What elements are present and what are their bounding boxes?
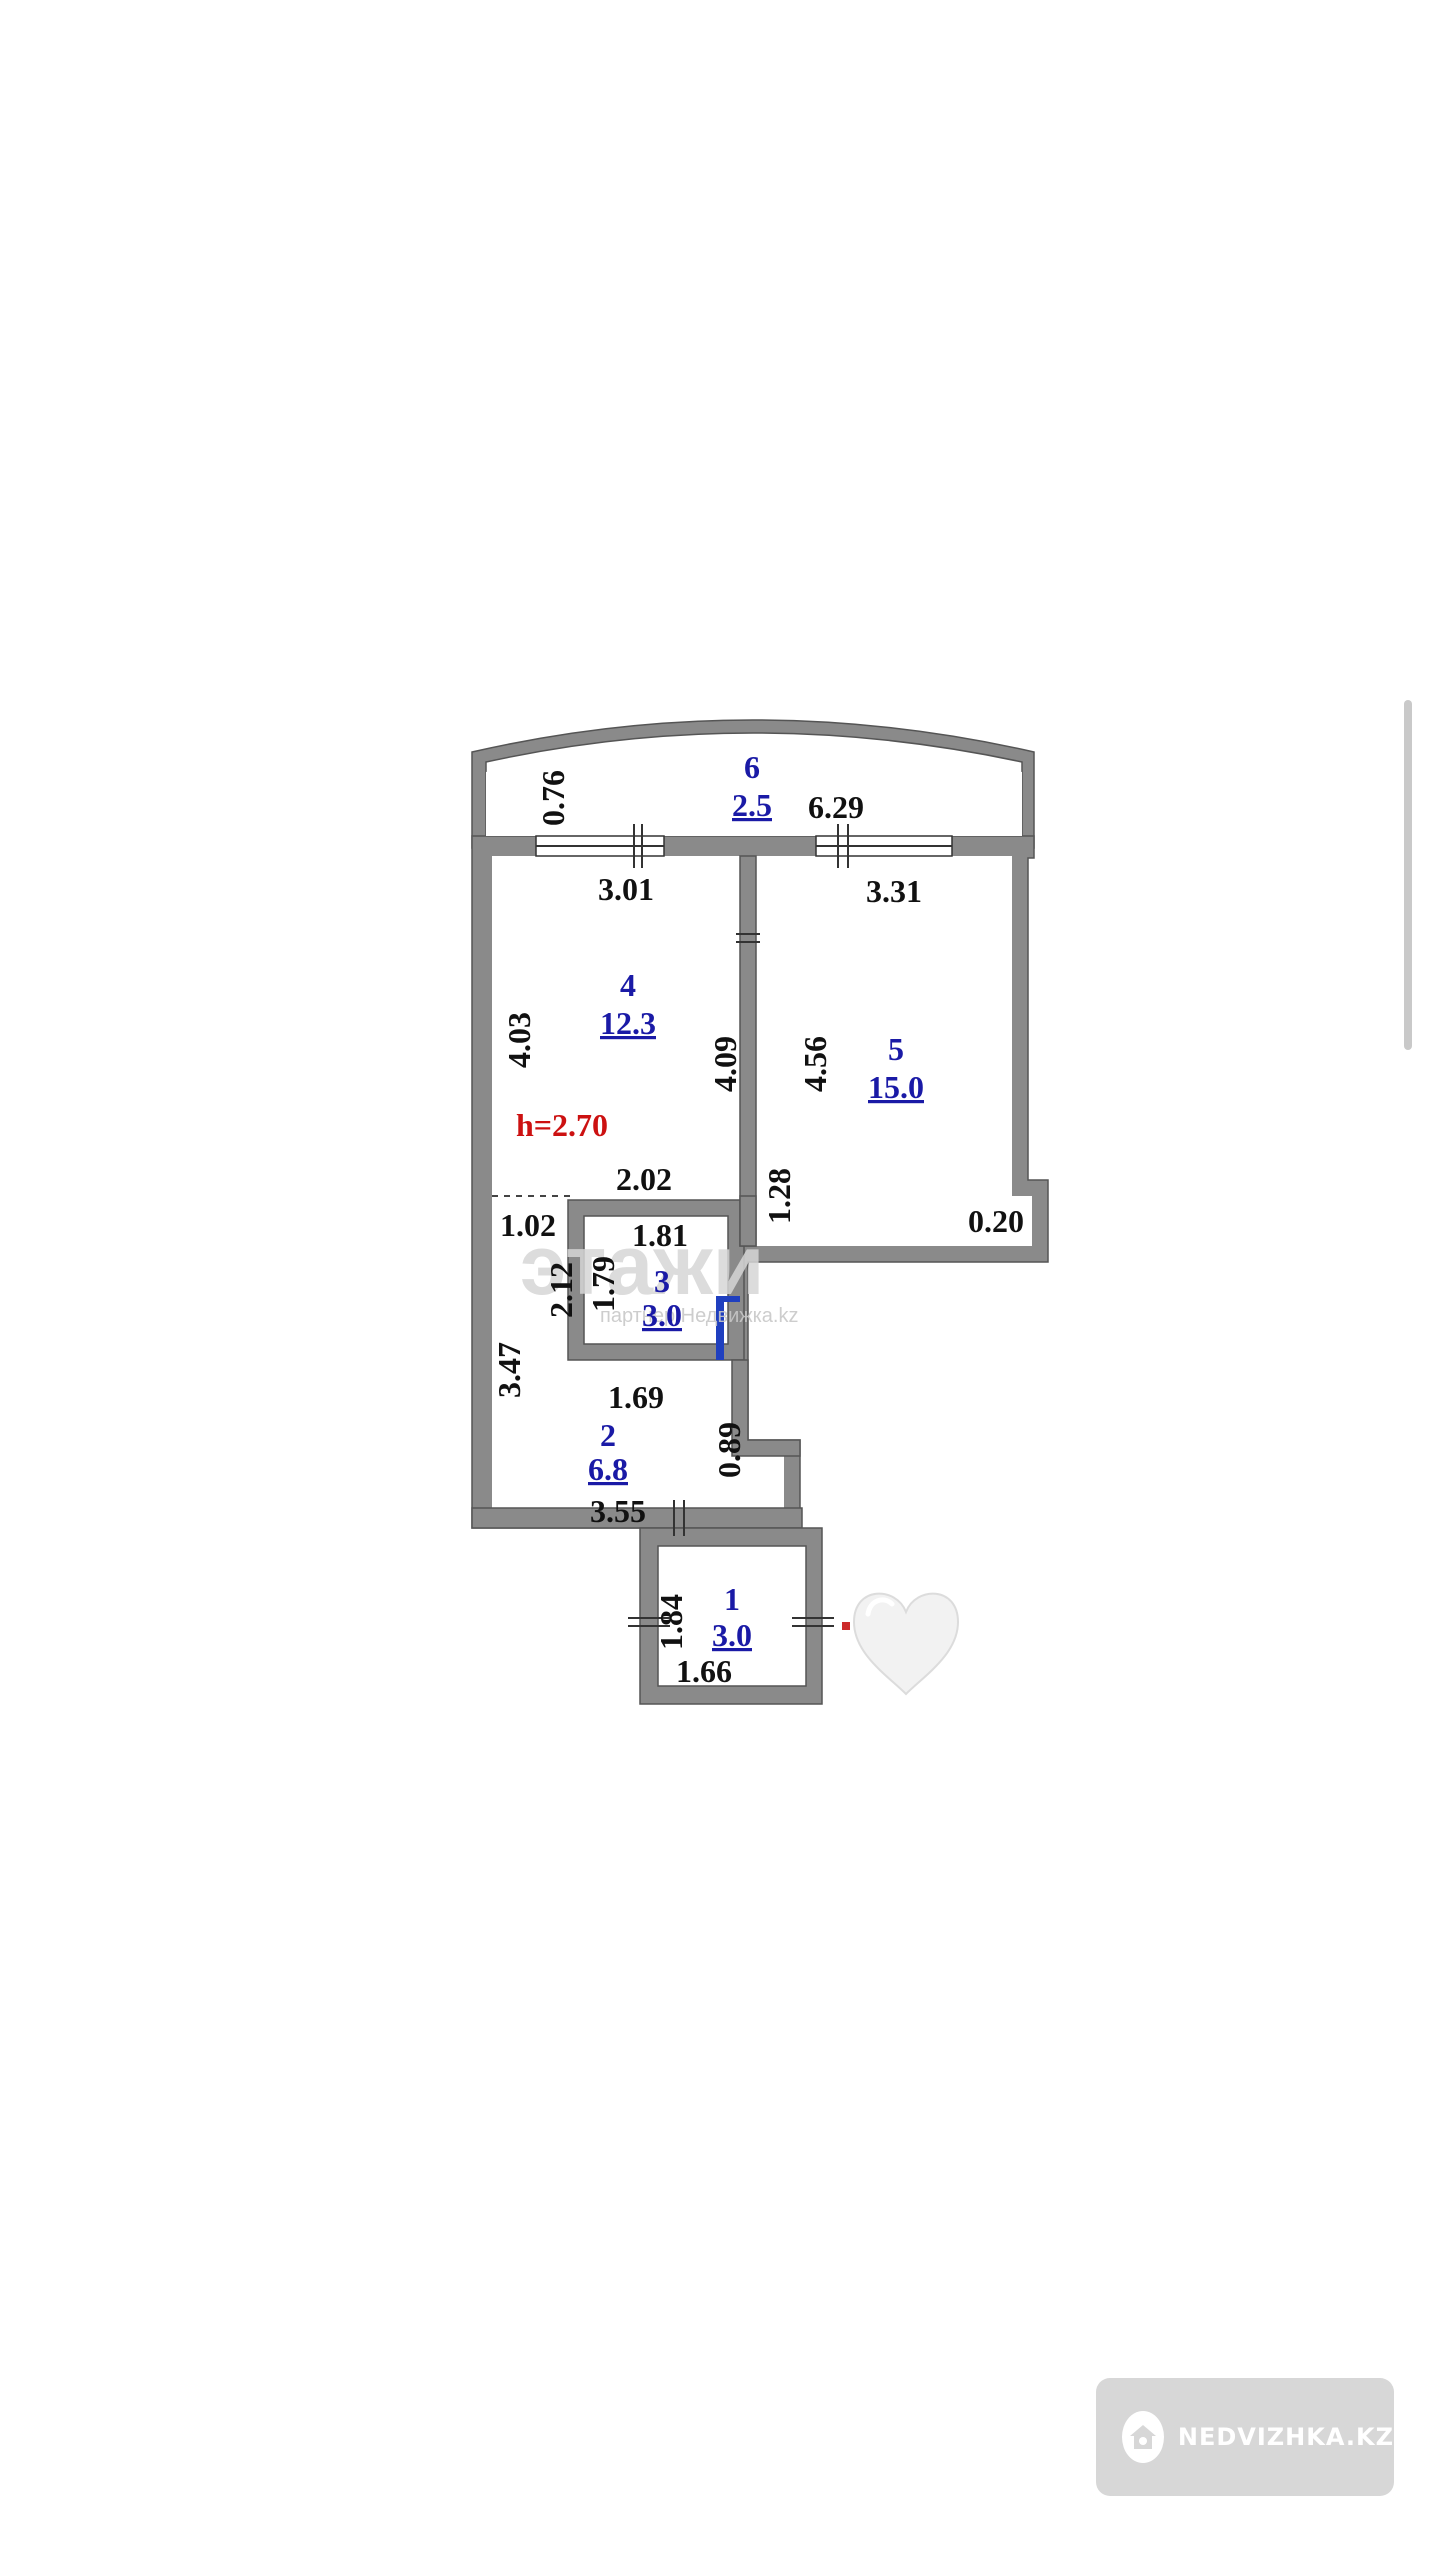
room6-area: 2.5 <box>732 787 772 823</box>
heart-red-fragment <box>842 1622 850 1630</box>
dimension-labels: 0.76 6.29 3.01 3.31 4.03 4.09 4.56 2.02 … <box>491 770 1024 1689</box>
dim-room1-bottom: 1.66 <box>676 1653 732 1689</box>
ceiling-height: h=2.70 <box>516 1107 608 1143</box>
dim-room4-right: 4.09 <box>707 1036 743 1092</box>
dim-room3-left: 2.12 <box>543 1262 579 1318</box>
room4-number: 4 <box>620 967 636 1003</box>
wall-2-1 <box>471 1507 803 1529</box>
white-heart-icon <box>852 1592 960 1696</box>
partition-corridor <box>739 1195 757 1247</box>
room4-area: 12.3 <box>600 1005 656 1041</box>
badge-text: NEDVIZHKA.KZ <box>1177 2423 1394 2451</box>
dim-balcony-width: 6.29 <box>808 789 864 825</box>
dim-room1-left: 1.84 <box>653 1594 689 1650</box>
room3-floor <box>584 1216 728 1344</box>
room1-wall <box>639 1527 823 1705</box>
window-marks <box>535 824 953 1627</box>
shaft-marker <box>716 1296 724 1360</box>
room1-number: 1 <box>724 1581 740 1617</box>
dim-room5-width: 3.31 <box>866 873 922 909</box>
dim-balcony-depth: 0.76 <box>535 770 571 826</box>
room3-number: 3 <box>654 1263 670 1299</box>
room5-number: 5 <box>888 1031 904 1067</box>
dim-room4-width: 3.01 <box>598 871 654 907</box>
room4-floor <box>492 856 740 1192</box>
room-labels: 6 2.5 4 12.3 5 15.0 3 3.0 2 6.8 1 3.0 h=… <box>516 749 924 1653</box>
dim-room2-top: 1.69 <box>608 1379 664 1415</box>
room5-floor <box>756 856 1032 1246</box>
room2-area: 6.8 <box>588 1451 628 1487</box>
scrollbar[interactable] <box>1404 700 1412 1050</box>
dim-room2-right: 0.89 <box>711 1422 747 1478</box>
dim-room4-left: 4.03 <box>501 1012 537 1068</box>
niche-floor <box>492 1192 576 1312</box>
room6-number: 6 <box>744 749 760 785</box>
dim-room5-step: 1.28 <box>761 1168 797 1224</box>
dim-room3-width: 1.81 <box>632 1217 688 1253</box>
dim-room2-left: 3.47 <box>491 1342 527 1398</box>
dim-niche-width: 1.02 <box>500 1207 556 1243</box>
room1-area: 3.0 <box>712 1617 752 1653</box>
room2-step-wall <box>731 1359 801 1457</box>
dim-corridor-top: 2.02 <box>616 1161 672 1197</box>
room3-area: 3.0 <box>642 1297 682 1333</box>
dim-room5-corner: 0.20 <box>968 1203 1024 1239</box>
watermark-partner: партнер Недвижка.kz <box>600 1305 799 1327</box>
shaft-marker-top <box>716 1296 740 1302</box>
balcony-wall <box>471 719 1035 849</box>
room5-area: 15.0 <box>868 1069 924 1105</box>
nedvizhka-badge: NEDVIZHKA.KZ <box>1096 2378 1394 2496</box>
room2-floor <box>492 1312 784 1508</box>
room3-wall <box>567 1199 745 1361</box>
dim-room5-left: 4.56 <box>797 1036 833 1092</box>
balcony-floor <box>486 744 1022 836</box>
home-icon <box>1122 2411 1164 2463</box>
dim-room2-bottom: 3.55 <box>590 1493 646 1529</box>
watermark-brand: этажи <box>520 1218 764 1312</box>
room2-number: 2 <box>600 1417 616 1453</box>
dim-room3-inner: 1.79 <box>585 1256 621 1312</box>
room1-floor <box>658 1546 806 1686</box>
